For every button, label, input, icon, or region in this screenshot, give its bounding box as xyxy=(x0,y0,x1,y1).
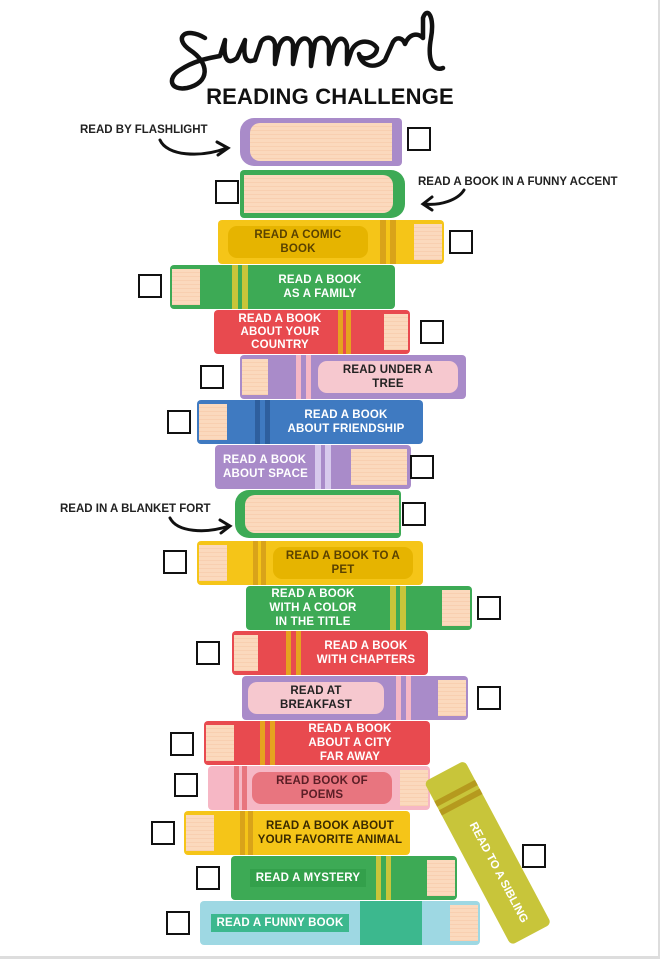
book-mystery: READ A MYSTERY xyxy=(231,856,457,900)
checkbox-friendship[interactable] xyxy=(167,410,191,434)
label-blanket-fort: READ IN A BLANKET FORT xyxy=(60,503,211,515)
book-comic: READ A COMIC BOOK xyxy=(218,220,444,264)
checkbox-pet[interactable] xyxy=(163,550,187,574)
book-funny: READ A FUNNY BOOK xyxy=(200,901,480,945)
checkbox-city[interactable] xyxy=(170,732,194,756)
checkbox-breakfast[interactable] xyxy=(477,686,501,710)
checkbox-flashlight[interactable] xyxy=(407,127,431,151)
book-funny-accent xyxy=(240,170,405,218)
checkbox-color[interactable] xyxy=(477,596,501,620)
checkbox-space[interactable] xyxy=(410,455,434,479)
book-tree: READ UNDER A TREE xyxy=(240,355,466,399)
checkbox-mystery[interactable] xyxy=(196,866,220,890)
label-flashlight: READ BY FLASHLIGHT xyxy=(80,124,208,136)
curved-arrow-icon xyxy=(168,516,233,535)
checkbox-funny-accent[interactable] xyxy=(215,180,239,204)
checkbox-poems[interactable] xyxy=(174,773,198,797)
label-funny-accent: READ A BOOK IN A FUNNY ACCENT xyxy=(418,176,618,188)
book-pet: READ A BOOK TO A PET xyxy=(197,541,423,585)
summer-script-title: Summer xyxy=(169,10,446,91)
checkbox-chapters[interactable] xyxy=(196,641,220,665)
checkbox-sibling[interactable] xyxy=(522,844,546,868)
checkbox-family[interactable] xyxy=(138,274,162,298)
book-flashlight xyxy=(240,118,402,166)
checkbox-funny[interactable] xyxy=(166,911,190,935)
checkbox-country[interactable] xyxy=(420,320,444,344)
book-blanket-fort xyxy=(235,490,401,538)
curved-arrow-icon xyxy=(158,138,231,157)
book-breakfast: READ AT BREAKFAST xyxy=(242,676,468,720)
checkbox-comic[interactable] xyxy=(449,230,473,254)
checkbox-animal[interactable] xyxy=(151,821,175,845)
checkbox-tree[interactable] xyxy=(200,365,224,389)
subtitle: READING CHALLENGE xyxy=(206,84,454,109)
checkbox-blanket-fort[interactable] xyxy=(402,502,426,526)
book-poems: READ BOOK OF POEMS xyxy=(208,766,430,810)
curved-arrow-icon xyxy=(420,188,466,212)
